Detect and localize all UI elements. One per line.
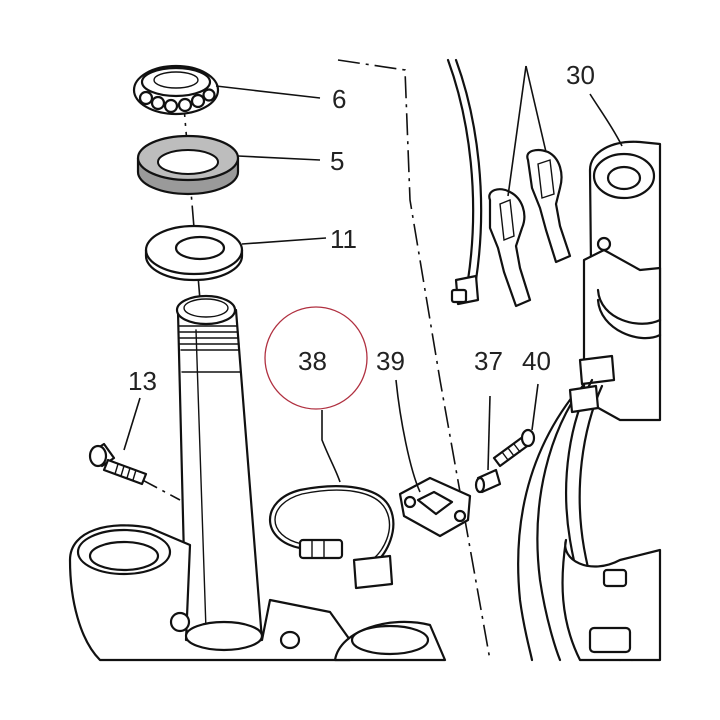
callout-38: 38 xyxy=(298,346,327,376)
seal-part-5 xyxy=(136,134,240,196)
highlight-circle xyxy=(264,306,368,410)
washer-part-11 xyxy=(144,224,244,282)
bracket-part-39 xyxy=(398,476,472,538)
callout-5: 5 xyxy=(330,146,344,176)
callout-39: 39 xyxy=(376,346,405,376)
steering-stem xyxy=(175,294,264,642)
callout-40: 40 xyxy=(522,346,551,376)
keys xyxy=(488,149,572,308)
ignition-switch-part-30 xyxy=(578,140,662,422)
callout-6: 6 xyxy=(332,84,346,114)
callout-11: 11 xyxy=(330,224,357,254)
ignition-cable xyxy=(446,58,483,306)
switch-wires xyxy=(517,378,662,662)
bolt-part-13 xyxy=(88,442,148,486)
callout-13: 13 xyxy=(128,366,157,396)
leader-lines xyxy=(123,65,623,493)
bearing-part-6 xyxy=(132,64,220,116)
callout-37: 37 xyxy=(474,346,503,376)
callout-labels: 6 5 11 13 38 39 37 40 30 xyxy=(128,60,595,396)
screw-part-40 xyxy=(492,428,536,468)
callout-30: 30 xyxy=(566,60,595,90)
bottom-yoke xyxy=(68,524,447,662)
pin-part-37 xyxy=(474,468,502,494)
wiring-harness-part-38 xyxy=(268,485,395,590)
